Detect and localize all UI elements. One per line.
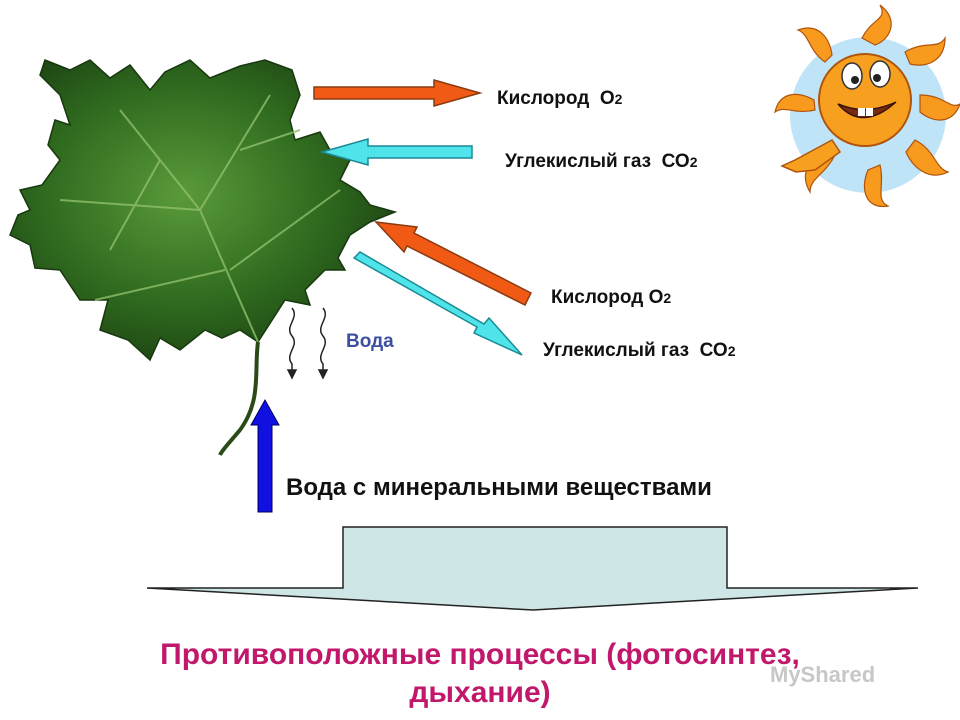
oxygen-arrow-mid — [374, 221, 533, 307]
water-minerals-label: Вода с минеральными веществами — [286, 474, 712, 501]
oxygen-label-top: Кислород O2 — [497, 88, 623, 109]
conclusion-line-2: дыхание) — [409, 676, 551, 709]
water-label: Вода — [346, 331, 394, 352]
conclusion-text: Противоположные процессы (фотосинтез, ды… — [0, 636, 960, 712]
oxygen-label-mid: Кислород O2 — [551, 287, 672, 308]
water-evaporation-squiggles — [286, 307, 329, 380]
conclusion-line-1: Противоположные процессы (фотосинтез, — [160, 638, 800, 671]
maple-leaf — [9, 59, 398, 456]
water-up-arrow — [250, 398, 280, 513]
co2-label-top: Углекислый газ СО2 — [505, 151, 698, 172]
co2-label-mid: Углекислый газ СО2 — [543, 340, 736, 361]
oxygen-arrow-top — [313, 79, 483, 107]
co2-arrow-mid — [352, 251, 523, 356]
sun-illustration — [774, 4, 960, 208]
conclusion-block-arrow — [146, 526, 919, 611]
watermark: MyShared — [770, 662, 876, 687]
co2-arrow-top — [319, 138, 473, 166]
